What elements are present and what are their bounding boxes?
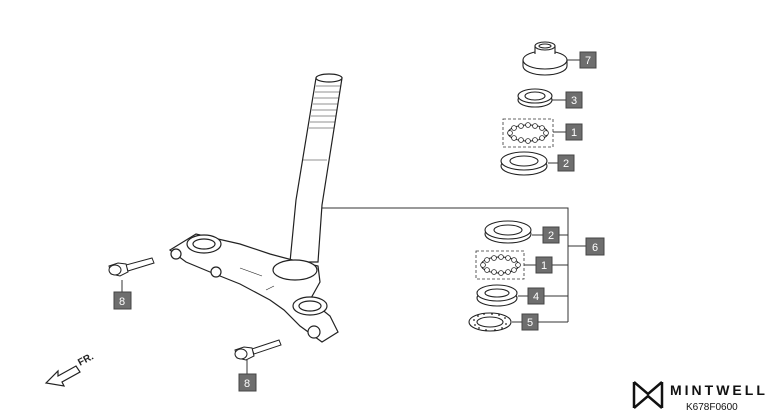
callout-1-top: 1 — [565, 123, 583, 141]
callout-3: 3 — [565, 91, 583, 109]
bearing-top-part — [502, 118, 554, 148]
svg-text:8: 8 — [119, 296, 125, 308]
callout-2-top: 2 — [557, 154, 575, 172]
svg-text:2: 2 — [548, 230, 554, 242]
svg-text:5: 5 — [527, 317, 533, 329]
front-arrow-icon: FR. — [44, 351, 96, 387]
inner-race-part — [476, 284, 518, 307]
svg-text:8: 8 — [244, 378, 250, 390]
steering-stem — [289, 73, 343, 263]
svg-text:1: 1 — [541, 260, 547, 272]
callout-8-upper: 8 — [113, 291, 132, 310]
callout-4: 4 — [527, 287, 545, 305]
callouts: 7 3 1 2 2 6 1 4 — [113, 51, 605, 392]
bolt-lower-part — [234, 339, 282, 361]
svg-text:6: 6 — [592, 242, 598, 254]
race-top-part — [500, 151, 548, 176]
front-arrow-label: FR. — [76, 351, 96, 368]
dust-seal-lower-part — [468, 312, 512, 332]
leader-lines — [121, 59, 586, 374]
brand-name: MINTWELL — [670, 382, 768, 398]
dust-seal-part — [517, 88, 553, 108]
race-lower-part — [484, 220, 532, 244]
callout-7: 7 — [579, 51, 597, 69]
brand-logo-icon — [632, 381, 664, 409]
callout-1-lower: 1 — [535, 256, 553, 274]
callout-2-lower: 2 — [542, 226, 560, 244]
callout-5: 5 — [521, 313, 539, 331]
svg-text:3: 3 — [571, 95, 577, 107]
bearing-lower-part — [475, 250, 525, 280]
svg-text:2: 2 — [563, 158, 569, 170]
svg-text:4: 4 — [533, 291, 539, 303]
stem-nut-part — [522, 41, 568, 76]
callout-8-lower: 8 — [238, 373, 257, 392]
diagram-code: K678F0600 — [686, 402, 738, 413]
bolt-upper-part — [108, 257, 155, 277]
callout-6: 6 — [585, 237, 605, 256]
svg-text:7: 7 — [585, 55, 591, 67]
svg-text:1: 1 — [571, 127, 577, 139]
bottom-bridge — [168, 233, 339, 343]
